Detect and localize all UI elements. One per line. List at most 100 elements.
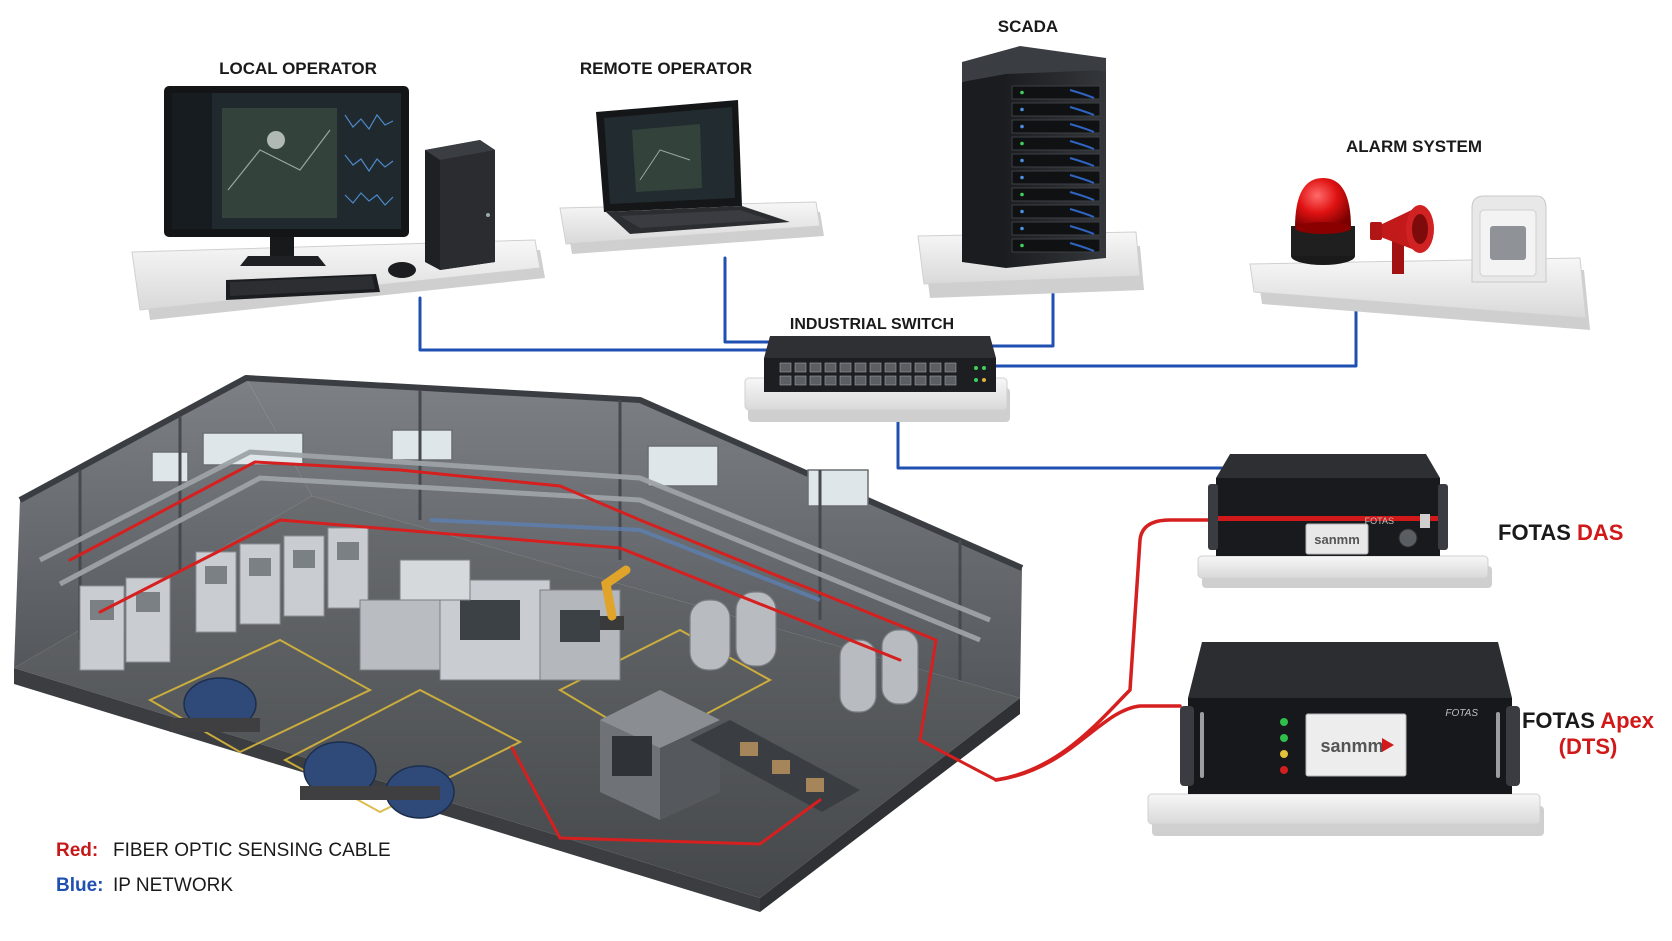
dts-logo-text: sanmm [1320,736,1383,756]
industrial-switch [764,336,996,392]
label-remote-operator: REMOTE OPERATOR [580,59,752,78]
rack-unit [1011,187,1101,202]
desktop-tower-icon [425,140,495,270]
switch-port [824,375,837,386]
factory-windows [151,429,869,507]
mouse-icon [388,262,416,278]
rack-led [1020,90,1024,95]
rack-unit [1011,136,1101,151]
rack-led [1020,175,1024,180]
rack-unit [1011,204,1101,219]
label-alarm-system: ALARM SYSTEM [1346,137,1482,156]
label-scada: SCADA [998,17,1058,36]
siren-horn-icon [1370,205,1434,274]
fotas-das-unit: sanmm FOTAS [1208,454,1448,556]
switch-port [839,375,852,386]
legend-blue-key: Blue: [56,875,104,896]
rack-unit [1011,153,1101,168]
switch-port [809,375,822,386]
fiber-in-factory [68,460,998,846]
rack-unit [1011,85,1101,100]
cable-local-operator [418,296,772,352]
rack-patch-cable [1069,89,1095,99]
cable-alarm-system [988,300,1358,368]
switch-port [809,362,822,373]
server-rack-icon [962,46,1106,268]
switch-port [779,375,792,386]
legend: Red: FIBER OPTIC SENSING CABLE Blue: IP … [56,840,391,896]
label-dts: (DTS) [1559,734,1618,759]
rack-patch-cable [1069,242,1095,252]
fiber-to-fotas-das [994,518,1214,782]
fiber-to-fotas-dts [994,704,1182,782]
switch-port [824,362,837,373]
label-fotas-das: FOTAS DAS [1498,520,1623,545]
detector-box-icon [1471,195,1547,283]
robot-arm-icon [600,565,631,630]
dts-status-leds [1280,718,1288,774]
rack-patch-cable [1069,225,1095,235]
switch-ports [779,362,957,386]
switch-port [929,375,942,386]
legend-blue-value: IP NETWORK [113,875,233,896]
rack-led [1020,192,1024,197]
rack-patch-cable [1069,191,1095,201]
switch-port [854,375,867,386]
platform-fotas-dts [1147,793,1544,836]
label-fotas-apex: FOTAS Apex [1522,708,1655,733]
switch-port [884,362,897,373]
switch-port [884,375,897,386]
rack-led [1020,226,1024,231]
labels: LOCAL OPERATOR REMOTE OPERATOR SCADA ALA… [219,17,1655,759]
das-panel-text: FOTAS [1365,516,1394,526]
alarm-beacon-icon [1291,178,1355,265]
switch-port [944,375,957,386]
switch-port [869,375,882,386]
rack-patch-cable [1069,157,1095,167]
rack-led [1020,158,1024,163]
cable-fotas-das [896,398,1250,470]
rack-units [1011,85,1101,253]
switch-port [914,362,927,373]
ip-network-cables [418,256,1358,470]
label-industrial-switch: INDUSTRIAL SWITCH [790,316,954,333]
network-switch-icon [764,336,996,392]
keyboard-icon [226,274,380,300]
rack-unit [1011,221,1101,236]
das-logo-text: sanmm [1314,532,1360,547]
rack-unit [1011,238,1101,253]
rack-led [1020,209,1024,214]
rack-patch-cable [1069,123,1095,133]
legend-red-key: Red: [56,840,98,861]
local-operator-workstation [164,86,495,300]
rack-unit [1011,119,1101,134]
monitor-icon [164,86,409,266]
rack-patch-cable [1069,208,1095,218]
rack-led [1020,141,1024,146]
fotas-apex-dts-unit: sanmm FOTAS [1180,642,1520,794]
rack-patch-cable [1069,140,1095,150]
electrical-cabinets [79,527,369,671]
switch-port [899,375,912,386]
compressor-unit [600,690,720,820]
switch-port [914,375,927,386]
switch-port [794,362,807,373]
cable-scada [986,286,1055,348]
cable-remote-operator [723,256,774,344]
rack-led [1020,243,1024,248]
switch-port [869,362,882,373]
conveyor-line [690,720,860,812]
legend-red-value: FIBER OPTIC SENSING CABLE [113,840,391,861]
overhead-pipes [38,449,991,643]
rack-led [1020,124,1024,129]
switch-port [779,362,792,373]
factory-building [14,375,1024,912]
remote-operator-laptop [596,100,790,234]
rack-patch-cable [1069,106,1095,116]
rack-unit [1011,170,1101,185]
switch-port [854,362,867,373]
process-tanks [689,591,919,713]
label-local-operator: LOCAL OPERATOR [219,59,377,78]
